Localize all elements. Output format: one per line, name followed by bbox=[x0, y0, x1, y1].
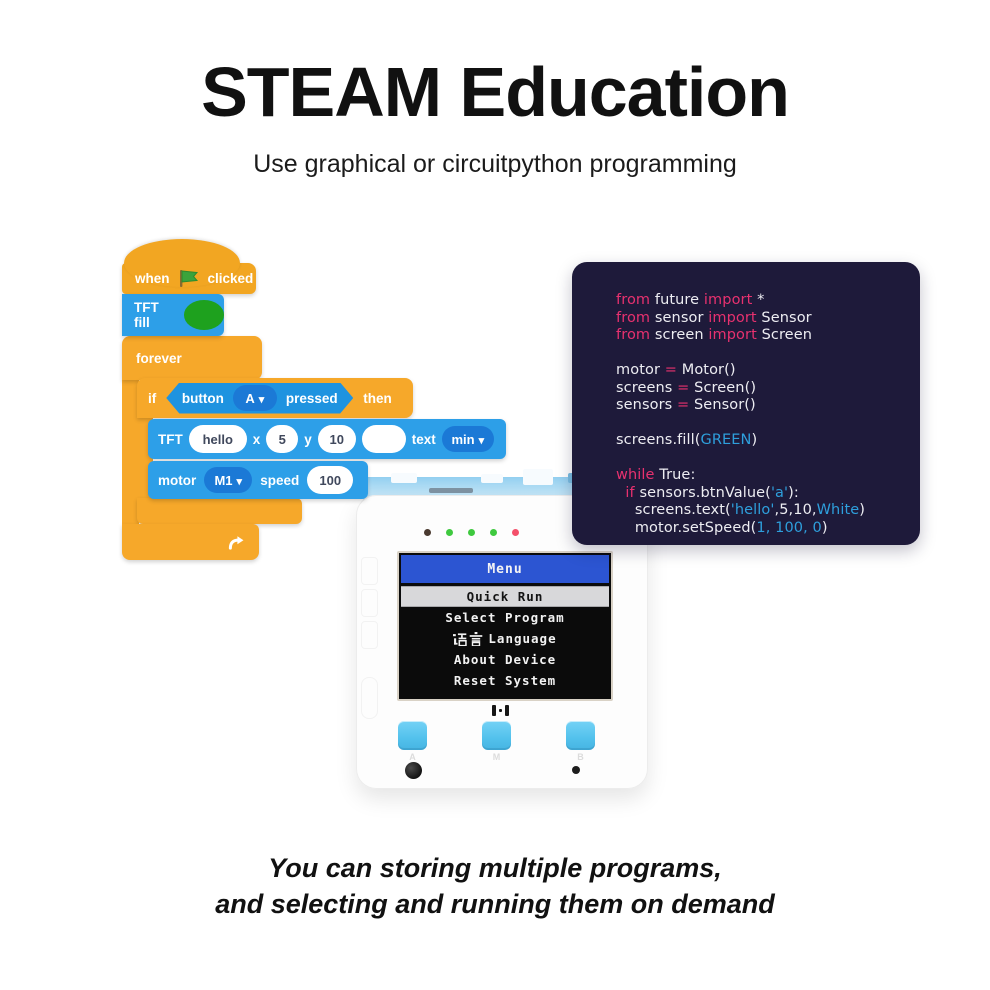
reset-hole bbox=[405, 762, 422, 779]
text-size-dropdown[interactable]: min bbox=[441, 426, 494, 452]
if-label: if bbox=[148, 390, 157, 406]
page-subtitle: Use graphical or circuitpython programmi… bbox=[253, 150, 737, 178]
code-listing: from future import *from sensor import S… bbox=[616, 292, 866, 536]
when-label: when bbox=[135, 271, 170, 286]
circuitpython-code-panel: from future import *from sensor import S… bbox=[572, 262, 920, 545]
when-flag-clicked-block[interactable]: when clicked bbox=[122, 239, 256, 294]
status-led bbox=[446, 529, 453, 536]
menu-item-label: Language bbox=[488, 631, 557, 646]
tft-text-block[interactable]: TFT hello x 5 y 10 text min bbox=[148, 419, 506, 459]
button-select-dropdown[interactable]: A bbox=[232, 385, 277, 411]
speed-value-input[interactable]: 100 bbox=[307, 466, 354, 494]
tft-fill-label: TFT fill bbox=[134, 300, 159, 330]
y-label: y bbox=[304, 431, 312, 447]
case-emboss bbox=[361, 621, 378, 649]
input-value: hello bbox=[202, 431, 233, 447]
text-label: text bbox=[411, 431, 436, 447]
condition-suffix: pressed bbox=[285, 390, 338, 406]
battery-connector-icon bbox=[492, 705, 509, 716]
speed-label: speed bbox=[260, 472, 300, 488]
device-button-a[interactable] bbox=[398, 721, 427, 750]
motor-label: motor bbox=[158, 472, 197, 488]
text-value-input[interactable]: hello bbox=[188, 425, 247, 453]
menu-item-about-device[interactable]: About Device bbox=[399, 649, 611, 670]
if-block-footer[interactable] bbox=[137, 498, 302, 524]
forever-block[interactable]: forever bbox=[122, 336, 262, 380]
footer-line-1: You can storing multiple programs, bbox=[268, 853, 722, 883]
chinese-characters-yuyan-icon bbox=[453, 631, 483, 646]
status-led bbox=[468, 529, 475, 536]
footer-caption: You can storing multiple programs, and s… bbox=[0, 850, 990, 922]
status-led-row bbox=[424, 529, 524, 537]
case-emboss bbox=[361, 677, 378, 719]
menu-item-label: About Device bbox=[453, 652, 557, 667]
status-led bbox=[512, 529, 519, 536]
dropdown-caret-icon bbox=[259, 391, 265, 406]
dropdown-value: min bbox=[451, 431, 475, 447]
menu-item-reset-system[interactable]: Reset System bbox=[399, 670, 611, 691]
menu-item-language[interactable]: Language bbox=[399, 628, 611, 649]
device-button-m-label: M bbox=[492, 752, 501, 762]
pcb-notch bbox=[523, 469, 553, 485]
input-value: 100 bbox=[319, 472, 342, 488]
forever-label: forever bbox=[136, 350, 182, 366]
tft-label: TFT bbox=[158, 431, 183, 447]
then-label: then bbox=[363, 390, 392, 406]
menu-item-label: Select Program bbox=[445, 610, 565, 625]
case-emboss bbox=[361, 589, 378, 617]
screen-menu-titlebar: Menu bbox=[401, 555, 609, 583]
clicked-label: clicked bbox=[207, 271, 254, 286]
pcb-notch bbox=[391, 473, 417, 483]
device-button-b[interactable] bbox=[566, 721, 595, 750]
device-tft-screen: Menu Quick Run Select Program bbox=[397, 551, 613, 701]
input-value: 10 bbox=[329, 431, 345, 447]
green-flag-icon bbox=[179, 270, 198, 287]
tft-fill-block[interactable]: TFT fill bbox=[122, 294, 224, 336]
empty-value-input[interactable] bbox=[361, 425, 406, 453]
dropdown-caret-icon bbox=[237, 473, 243, 488]
menu-item-quick-run-selected[interactable]: Quick Run bbox=[401, 586, 609, 607]
forever-block-spine[interactable] bbox=[122, 375, 139, 527]
motor-port-dropdown[interactable]: M1 bbox=[204, 467, 253, 493]
status-led bbox=[490, 529, 497, 536]
device-button-a-label: A bbox=[409, 752, 416, 762]
menu-item-select-program[interactable]: Select Program bbox=[399, 607, 611, 628]
pcb-connector-slot bbox=[429, 488, 473, 493]
device-button-m[interactable] bbox=[482, 721, 511, 750]
x-value-input[interactable]: 5 bbox=[266, 425, 299, 453]
status-led bbox=[424, 529, 431, 536]
dropdown-caret-icon bbox=[479, 432, 485, 447]
device-button-b-label: B bbox=[577, 752, 584, 762]
loop-arrow-icon bbox=[228, 535, 244, 550]
color-swatch-green[interactable] bbox=[183, 300, 224, 330]
dropdown-value: A bbox=[245, 390, 255, 406]
page-title: STEAM Education bbox=[201, 53, 790, 131]
case-emboss bbox=[361, 557, 378, 585]
y-value-input[interactable]: 10 bbox=[317, 425, 356, 453]
input-value: 5 bbox=[278, 431, 286, 447]
condition-label: button bbox=[181, 390, 224, 406]
pcb-notch bbox=[481, 474, 503, 483]
menu-item-label: Reset System bbox=[453, 673, 557, 688]
dropdown-value: M1 bbox=[214, 472, 233, 488]
footer-line-2: and selecting and running them on demand bbox=[215, 889, 775, 919]
x-label: x bbox=[252, 431, 261, 447]
if-block-header[interactable]: if button A pressed then bbox=[137, 378, 413, 418]
motor-speed-block[interactable]: motor M1 speed 100 bbox=[148, 461, 368, 499]
forever-block-footer[interactable] bbox=[122, 524, 259, 560]
button-pressed-condition[interactable]: button A pressed bbox=[166, 382, 354, 414]
mic-hole bbox=[572, 766, 580, 774]
